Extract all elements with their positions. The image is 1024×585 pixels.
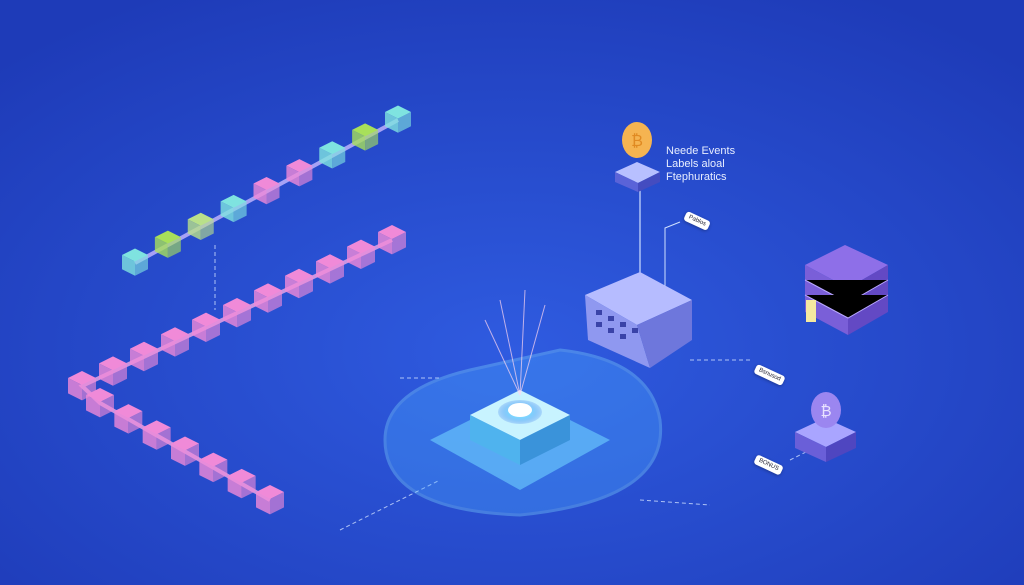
coin-node-top: ₿	[615, 122, 660, 192]
chain-block	[130, 341, 158, 372]
chain-block	[199, 452, 228, 483]
chain-block	[316, 254, 344, 284]
chain-block	[161, 327, 189, 357]
chain-block	[352, 123, 379, 151]
chain-block	[86, 388, 114, 418]
chain-block	[99, 356, 127, 386]
chain-block	[220, 194, 247, 223]
chain-block	[256, 485, 284, 515]
chain-block	[253, 177, 280, 205]
chain-block	[385, 105, 411, 133]
chain-block	[187, 212, 214, 241]
chain-block	[154, 230, 181, 258]
bitcoin-icon	[811, 392, 841, 428]
chain-block	[68, 371, 96, 401]
chain-block	[192, 312, 220, 342]
server-block	[585, 272, 692, 368]
central-hub	[383, 289, 663, 517]
coin-node-right: ₿	[795, 392, 856, 462]
legend-line: Labels aloal	[666, 158, 725, 170]
chain-block	[223, 298, 251, 328]
legend-text: Neede Events Labels aloal Ftephuratics	[666, 145, 735, 184]
chain-block	[285, 268, 313, 299]
database-stack	[804, 245, 889, 335]
bitcoin-icon	[622, 122, 652, 158]
chain-block	[114, 404, 143, 434]
chain-block	[122, 248, 148, 276]
chain-block	[171, 436, 199, 466]
block-chains	[68, 105, 411, 515]
svg-text:₿: ₿	[820, 403, 831, 420]
chain-block	[347, 239, 375, 269]
chain-block	[227, 468, 256, 499]
chain-block	[286, 159, 313, 187]
svg-text:₿: ₿	[631, 132, 643, 150]
legend-line: Ftephuratics	[666, 171, 727, 183]
chain-block	[378, 225, 406, 255]
chain-block	[254, 283, 282, 313]
legend-line: Neede Events	[666, 145, 736, 157]
chain-block	[319, 141, 346, 169]
chain-block	[142, 420, 171, 450]
